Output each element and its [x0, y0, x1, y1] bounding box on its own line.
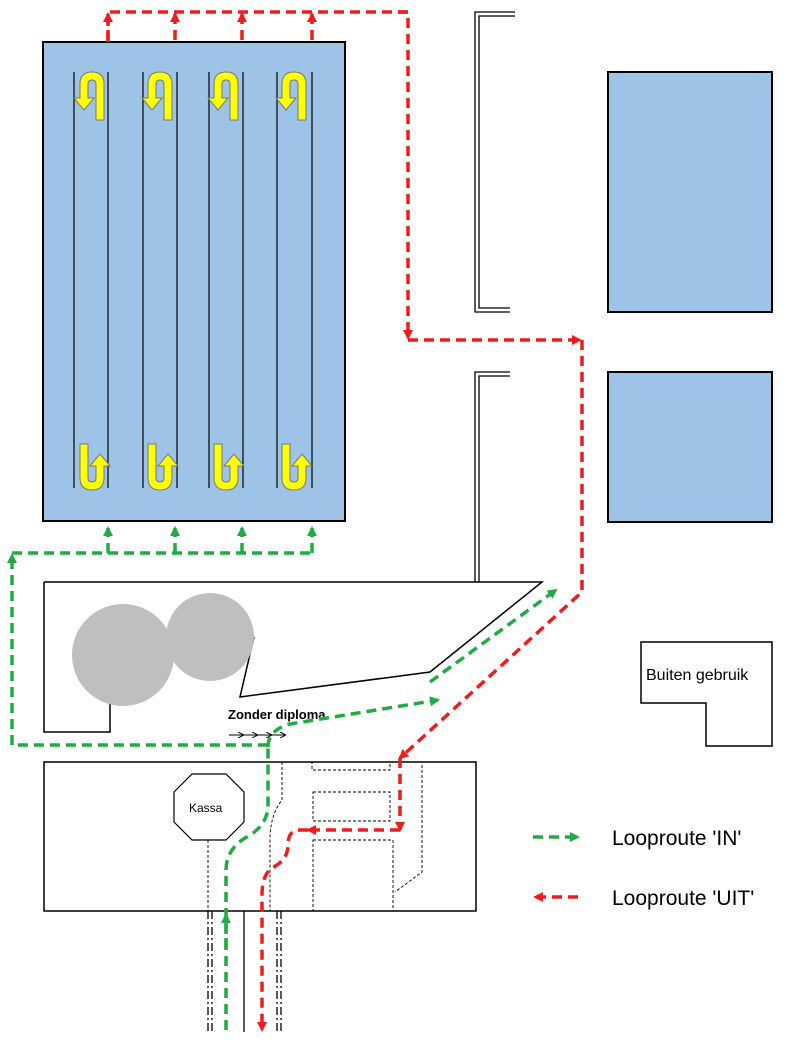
interior-walls	[207, 761, 423, 912]
wall-bottom	[474, 371, 510, 582]
whirlpool-area	[44, 581, 545, 698]
whirlpool-tub	[166, 593, 254, 681]
whirlpool-area-left	[43, 582, 111, 733]
right-pool-bottom	[607, 371, 773, 523]
cashier-label: Kassa	[189, 801, 223, 815]
legend: Looproute 'IN' Looproute 'UIT'	[533, 827, 754, 910]
entrance-building	[43, 761, 477, 912]
cashier-booth	[173, 773, 245, 841]
out-route	[103, 10, 584, 1032]
legend-out-label: Looproute 'UIT'	[612, 887, 754, 910]
lane-lines	[73, 72, 313, 488]
wall-top	[474, 11, 515, 313]
right-pool-top	[607, 71, 773, 313]
no-diploma-label: Zonder diploma	[228, 707, 326, 722]
in-route	[6, 526, 558, 1030]
out-of-use-label: Buiten gebruik	[646, 667, 749, 684]
out-of-use-area	[640, 641, 773, 747]
whirlpool-tub	[72, 604, 174, 706]
legend-in-label: Looproute 'IN'	[612, 827, 741, 850]
entrance-corridor	[207, 911, 282, 1032]
main-pool	[42, 41, 346, 522]
